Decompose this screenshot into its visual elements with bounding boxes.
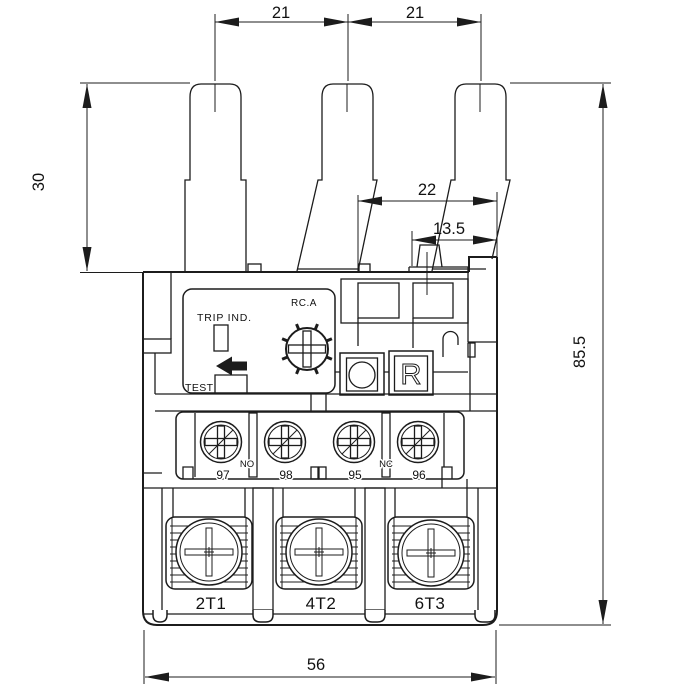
dim-block-width: 22 bbox=[418, 181, 436, 199]
divider-2 bbox=[364, 487, 386, 611]
aux-screw-98[interactable] bbox=[263, 420, 307, 464]
main-terminal-4t2[interactable] bbox=[275, 516, 363, 590]
test-arrow-icon bbox=[216, 356, 247, 376]
cam-block bbox=[340, 244, 469, 348]
dim-overall-height: 85.5 bbox=[571, 336, 589, 368]
divider-1 bbox=[252, 487, 274, 611]
dial-slot-horizontal bbox=[287, 344, 327, 354]
dim-terminal-height: 30 bbox=[30, 173, 48, 191]
reset-button[interactable]: R bbox=[388, 350, 434, 396]
trip-ind-label: TRIP IND. bbox=[197, 312, 252, 324]
main-terminal-2t1[interactable] bbox=[165, 516, 253, 590]
aux-screw-95[interactable] bbox=[332, 420, 376, 464]
dim-top-pitch-right: 21 bbox=[406, 4, 424, 22]
test-slider-notch bbox=[214, 374, 248, 393]
top-tab bbox=[416, 244, 443, 268]
dim-top-pitch-left: 21 bbox=[272, 4, 290, 22]
rca-label: RC.A bbox=[291, 298, 317, 309]
reset-button-glyph: R bbox=[401, 359, 422, 391]
main-label-6t3: 6T3 bbox=[415, 594, 446, 613]
main-label-2t1: 2T1 bbox=[196, 594, 227, 613]
dimension-lines bbox=[82, 17, 608, 682]
relay-body-outline bbox=[80, 256, 498, 626]
stop-button-circle-icon bbox=[348, 361, 376, 389]
prong-terminal-2 bbox=[296, 83, 378, 272]
aux-label-98: 98 bbox=[279, 468, 293, 482]
prong-terminal-3 bbox=[431, 83, 511, 272]
mid-band bbox=[155, 393, 496, 412]
trip-indicator-window bbox=[213, 324, 229, 352]
aux-screw-97[interactable] bbox=[199, 420, 243, 464]
aux-terminal-block: 97 98 95 96 NO NC bbox=[175, 411, 465, 484]
aux-label-no: NO bbox=[240, 459, 254, 470]
prong-terminal-1 bbox=[184, 83, 247, 272]
aux-label-96: 96 bbox=[412, 468, 426, 482]
dim-tab-width: 13.5 bbox=[433, 220, 465, 238]
dim-overall-width: 56 bbox=[307, 656, 325, 674]
dimension-extension-lines bbox=[80, 14, 611, 684]
main-terminal-section: 2T1 4T2 6T3 bbox=[143, 487, 497, 623]
aux-label-nc: NC bbox=[379, 459, 393, 470]
current-adjust-dial[interactable] bbox=[281, 323, 333, 375]
latch-hook bbox=[442, 330, 459, 357]
dial-slot-vertical bbox=[302, 330, 312, 368]
main-terminal-6t3[interactable] bbox=[387, 516, 475, 590]
test-label: TEST bbox=[185, 382, 214, 394]
aux-label-97: 97 bbox=[216, 468, 230, 482]
aux-label-95: 95 bbox=[348, 468, 362, 482]
main-label-4t2: 4T2 bbox=[306, 594, 337, 613]
aux-screw-96[interactable] bbox=[396, 420, 440, 464]
stop-button[interactable] bbox=[339, 352, 385, 396]
